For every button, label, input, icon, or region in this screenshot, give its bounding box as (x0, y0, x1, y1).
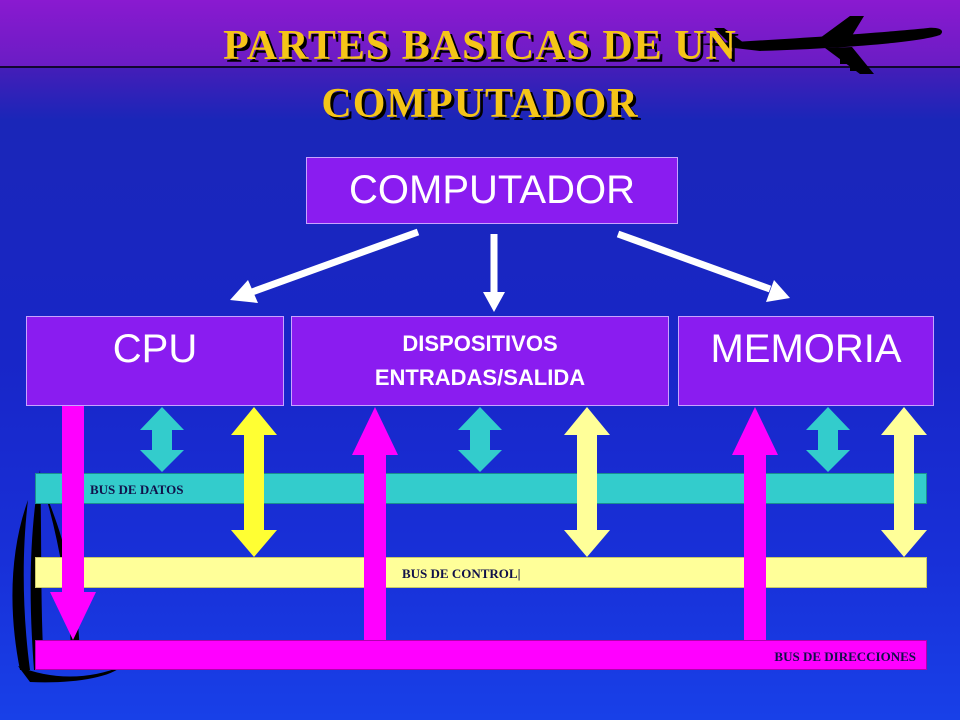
datos-arrow-memoria (806, 407, 850, 472)
io-devices-box: DISPOSITIVOS ENTRADAS/SALIDA (291, 316, 669, 406)
tree-arrowhead-cpu (230, 280, 258, 303)
io-devices-label-line1: DISPOSITIVOS (402, 330, 558, 356)
tree-arrows (230, 228, 790, 312)
control-arrow-io (564, 407, 610, 557)
control-arrows (231, 407, 927, 557)
bus-datos-label: BUS DE DATOS (90, 482, 184, 497)
memoria-box: MEMORIA (678, 316, 934, 406)
bus-direcciones-label: BUS DE DIRECCIONES (774, 649, 916, 664)
title-line-2: COMPUTADOR (321, 81, 639, 127)
bus-direcciones (35, 640, 927, 670)
tree-arrow-to-memoria (616, 230, 772, 293)
datos-arrow-cpu (140, 407, 184, 472)
header-band (0, 0, 960, 66)
tree-arrow-to-cpu (250, 228, 420, 296)
cpu-box: CPU (26, 316, 284, 406)
cpu-label: CPU (112, 327, 198, 371)
computador-label: COMPUTADOR (349, 168, 635, 212)
direcciones-arrows (50, 406, 778, 640)
airplane-icon (700, 16, 943, 74)
tree-arrowhead-memoria (766, 280, 790, 302)
datos-arrows (140, 407, 850, 472)
control-arrow-memoria (881, 407, 927, 557)
datos-arrow-io (458, 407, 502, 472)
bus-datos (35, 473, 927, 504)
direcciones-arrow-memoria (732, 407, 778, 640)
direcciones-arrow-io (352, 407, 398, 640)
title-line-1: PARTES BASICAS DE UN (223, 23, 737, 69)
memoria-label: MEMORIA (710, 327, 902, 371)
bus-control (35, 557, 927, 588)
header-rule (0, 66, 960, 68)
direcciones-arrow-cpu (50, 406, 96, 640)
computador-box: COMPUTADOR (306, 157, 678, 224)
tree-arrowhead-io (483, 292, 505, 312)
bus-control-label: BUS DE CONTROL| (402, 566, 521, 581)
io-devices-label-line2: ENTRADAS/SALIDA (374, 365, 586, 390)
control-arrow-cpu (231, 407, 277, 557)
